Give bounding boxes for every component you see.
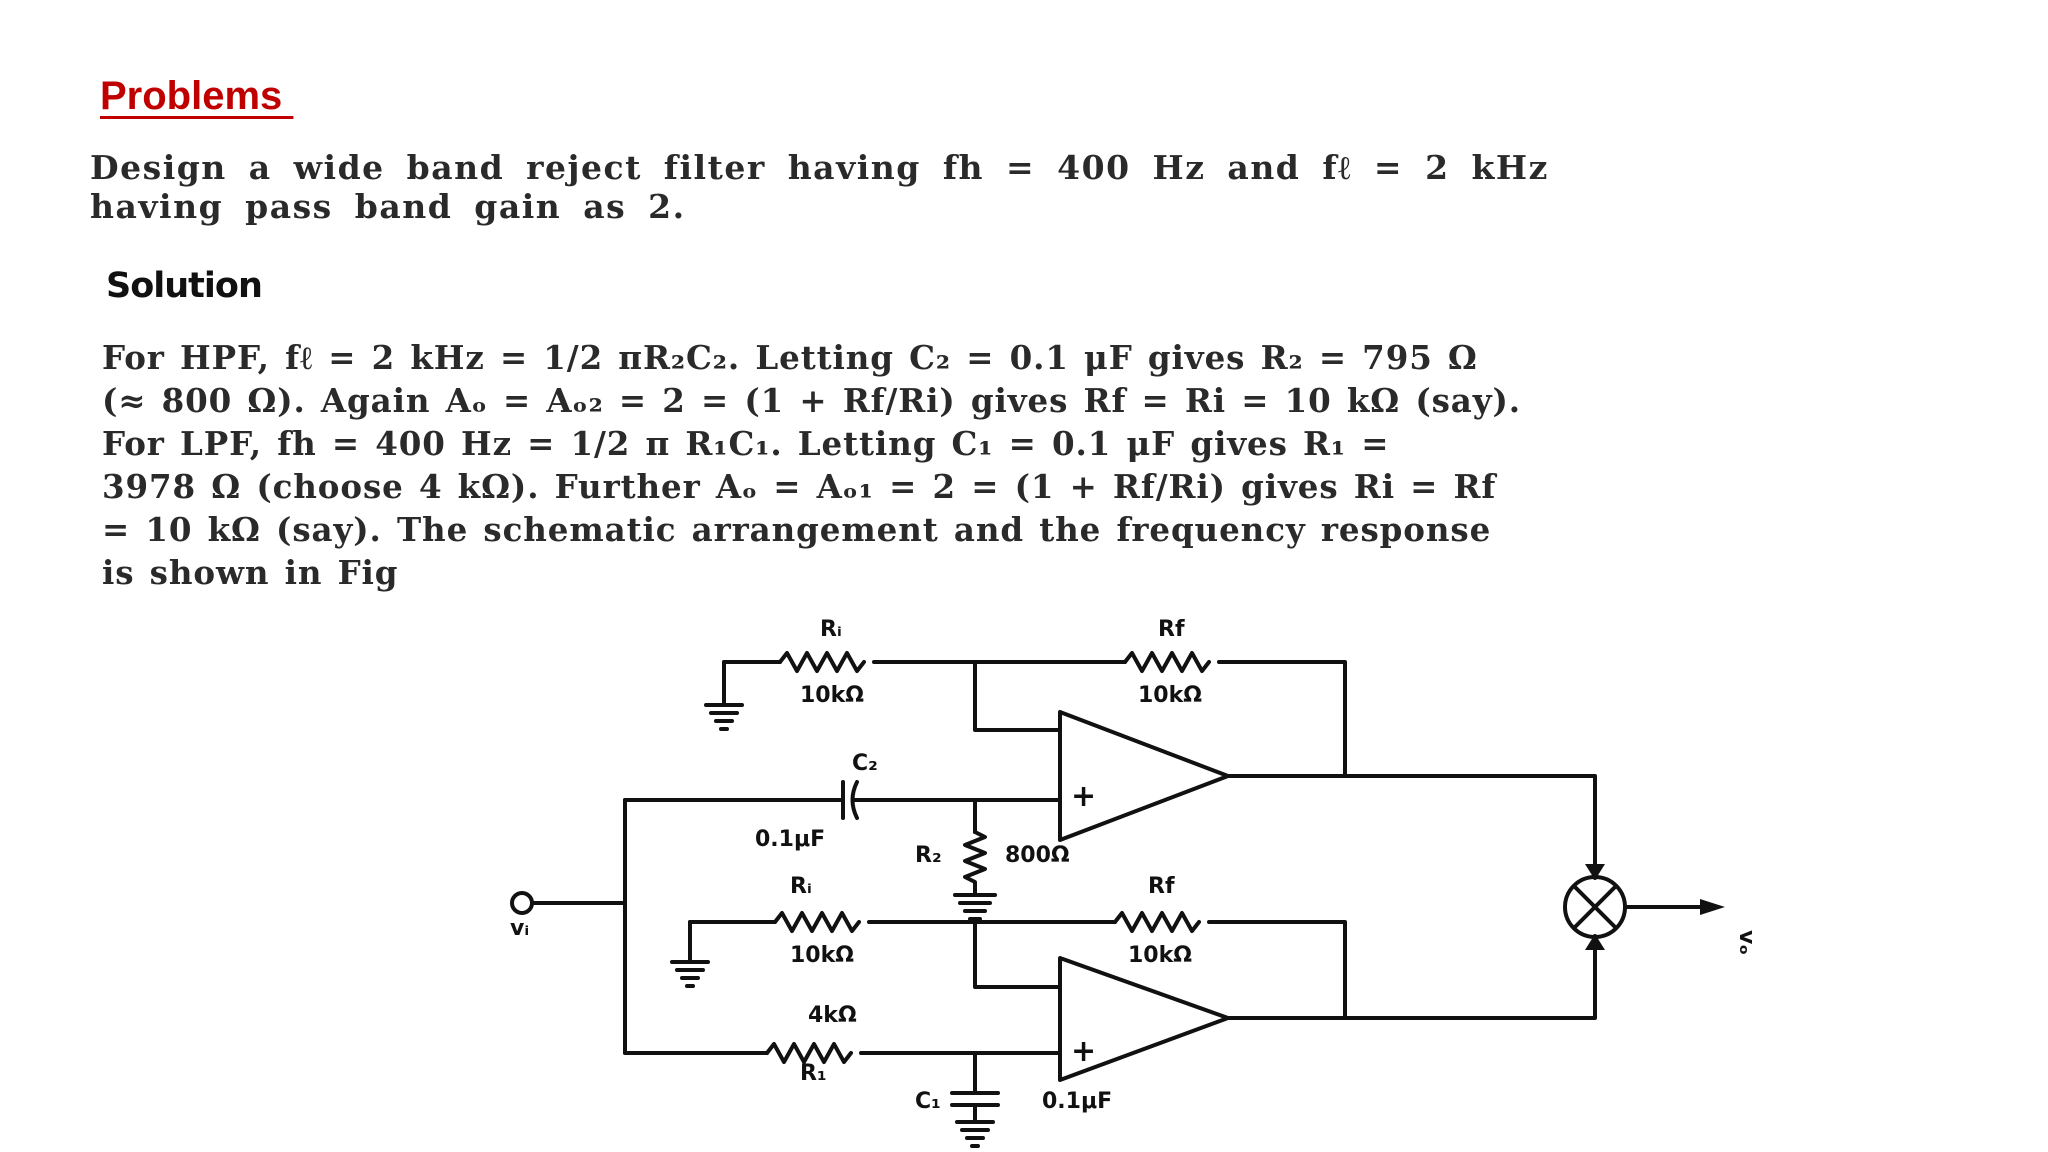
- resistor-rf-bottom: [1113, 911, 1201, 933]
- problems-heading: Problems: [100, 74, 294, 118]
- lpf-stage: [623, 911, 1597, 1148]
- solution-line-2: (≈ 800 Ω). Again Aₒ = Aₒ₂ = 2 = (1 + Rf/…: [102, 381, 1522, 420]
- input-network: [510, 798, 627, 1055]
- ground-symbol: [953, 893, 997, 921]
- resistor-rf-top: [1123, 651, 1211, 673]
- label-c2-value: 0.1μF: [755, 827, 825, 852]
- wire: [1217, 660, 1347, 777]
- solution-line-1: For HPF, fℓ = 2 kHz = 1/2 πR₂C₂. Letting…: [102, 338, 1478, 377]
- label-rf-bottom: Rf: [1148, 874, 1175, 899]
- opamp-top: [1058, 710, 1230, 842]
- solution-line-3: For LPF, fh = 400 Hz = 1/2 π R₁C₁. Letti…: [102, 424, 1390, 463]
- wire: [973, 920, 1062, 989]
- label-r1-value: 4kΩ: [808, 1003, 857, 1028]
- opamp-bottom: [1058, 956, 1230, 1082]
- label-vin: vᵢ: [510, 916, 529, 941]
- label-r2-value: 800Ω: [1005, 843, 1070, 868]
- label-ri-bottom-value: 10kΩ: [790, 943, 854, 968]
- label-rf-bottom-value: 10kΩ: [1128, 943, 1192, 968]
- resistor-r1: [765, 1042, 853, 1064]
- arrow-down: [1585, 864, 1605, 880]
- wire: [1226, 934, 1597, 1020]
- arrow-out: [1700, 899, 1725, 915]
- output-summer: [1563, 875, 1707, 939]
- problem-line-2: having pass band gain as 2.: [90, 187, 686, 226]
- resistor-ri-bottom: [773, 911, 861, 933]
- arrow-up: [1585, 934, 1605, 950]
- solution-line-4: 3978 Ω (choose 4 kΩ). Further Aₒ = Aₒ₁ =…: [102, 467, 1497, 506]
- label-ri-bottom: Rᵢ: [790, 874, 812, 899]
- label-rf-top-value: 10kΩ: [1138, 683, 1202, 708]
- wire: [973, 660, 1062, 732]
- input-terminal: [510, 891, 534, 915]
- hpf-stage: [623, 651, 1597, 921]
- opamp-top-plus: +: [1071, 779, 1096, 814]
- summer-cross: [1572, 884, 1618, 930]
- capacitor-c2: [841, 780, 859, 820]
- problem-statement: Design a wide band reject filter having …: [90, 148, 1980, 226]
- opamp-bottom-plus: +: [1071, 1034, 1096, 1069]
- label-ri-top-value: 10kΩ: [800, 683, 864, 708]
- solution-text: For HPF, fℓ = 2 kHz = 1/2 πR₂C₂. Letting…: [102, 336, 1962, 594]
- resistor-r2: [963, 830, 987, 897]
- wire: [1207, 920, 1347, 1020]
- ground-symbol: [955, 1120, 995, 1148]
- label-c1: C₁: [915, 1089, 941, 1114]
- label-ri-top: Rᵢ: [820, 617, 842, 642]
- problem-line-1: Design a wide band reject filter having …: [90, 148, 1549, 187]
- label-r2: R₂: [915, 843, 942, 868]
- ground-symbol: [704, 660, 744, 731]
- ground-symbol: [670, 920, 710, 988]
- solution-heading: Solution: [106, 266, 263, 306]
- label-c1-value: 0.1μF: [1042, 1089, 1112, 1114]
- resistor-ri-top: [778, 651, 866, 673]
- label-rf-top: Rf: [1158, 617, 1185, 642]
- label-vout: vₒ: [1734, 930, 1759, 955]
- wire: [1226, 774, 1597, 880]
- solution-line-6: is shown in Fig: [102, 553, 399, 592]
- label-c2: C₂: [852, 751, 878, 776]
- solution-line-5: = 10 kΩ (say). The schematic arrangement…: [102, 510, 1492, 549]
- label-r1: R₁: [800, 1061, 827, 1086]
